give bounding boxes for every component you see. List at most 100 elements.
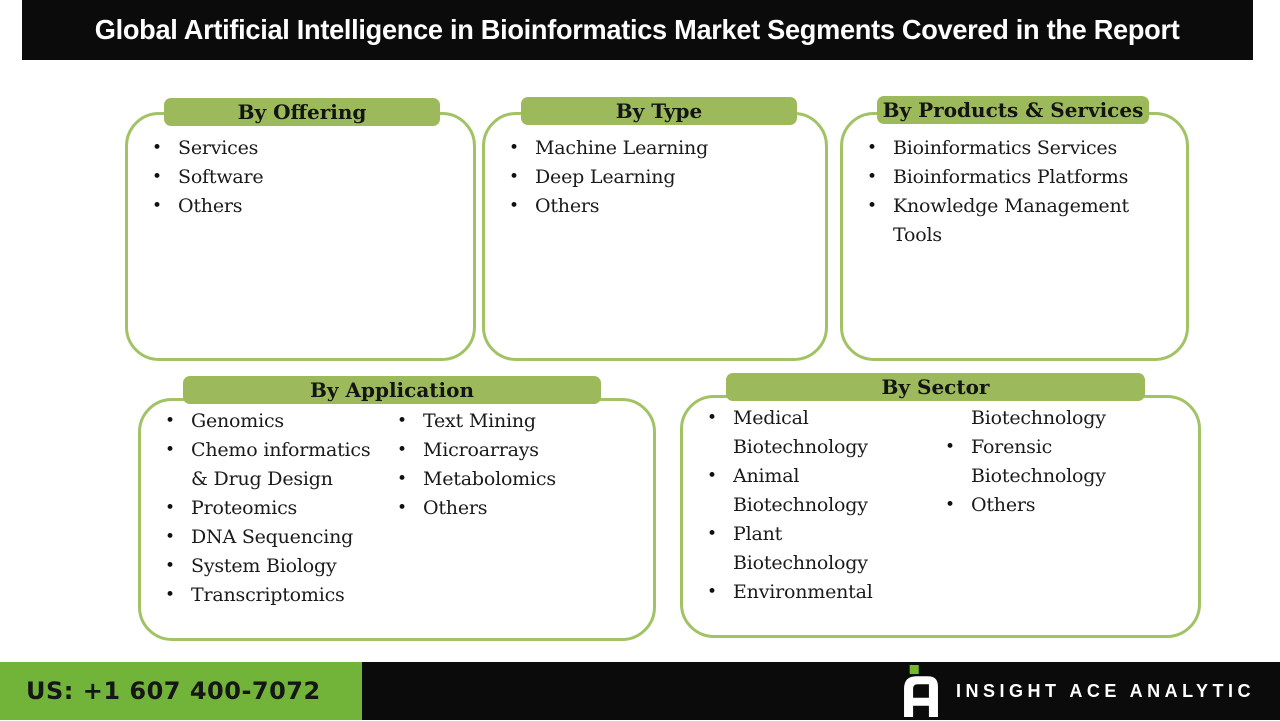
list-item: • Bioinformatics Platforms [867, 163, 1178, 192]
list-item: • DNA Sequencing [165, 523, 397, 552]
bullet-icon: • [945, 495, 956, 515]
list-item-label: Plant Biotechnology [733, 523, 868, 574]
list-item-label: Transcriptomics [191, 584, 345, 606]
bullet-icon: • [867, 196, 878, 216]
list-item-label: Proteomics [191, 497, 298, 519]
bullet-icon: • [165, 527, 176, 547]
segment-box-application: By Application • Genomics • Chemo informati… [138, 376, 656, 641]
list-item-label: Bioinformatics Platforms [893, 166, 1129, 188]
segment-header-application: By Application [183, 376, 601, 404]
list-item-label: Medical Biotechnology [733, 407, 868, 458]
list-item: • Others [397, 494, 645, 523]
segment-header-type: By Type [521, 97, 797, 125]
bullet-icon: • [152, 138, 163, 158]
list-item: • Bioinformatics Services [867, 134, 1178, 163]
list-item: • Chemo informatics & Drug Design [165, 436, 397, 494]
bullet-icon: • [509, 167, 520, 187]
list-item-label: Machine Learning [535, 137, 709, 159]
list-item-label: Deep Learning [535, 166, 676, 188]
bullet-icon: • [707, 582, 718, 602]
bullet-icon: • [165, 440, 176, 460]
segment-header-products-services: By Products & Services [877, 96, 1149, 124]
list-item: • Others [945, 491, 1190, 520]
segment-box-products-services: By Products & Services • Bioinformatics S… [840, 96, 1189, 361]
list-item-label: Knowledge Management Tools [893, 195, 1129, 246]
bullet-icon: • [397, 411, 408, 431]
brand-name: INSIGHT ACE ANALYTIC [956, 680, 1256, 701]
footer-phone-block: US: +1 607 400-7072 [0, 662, 362, 720]
list-item: • Services [152, 134, 465, 163]
list-item: • Animal Biotechnology [707, 462, 945, 520]
list-item-label: Others [971, 494, 1036, 516]
bullet-icon: • [165, 411, 176, 431]
bullet-icon: • [509, 138, 520, 158]
bullet-icon: • [397, 498, 408, 518]
list-item: • Others [152, 192, 465, 221]
list-item: •Biotechnology [945, 404, 1190, 433]
list-item-label: Metabolomics [423, 468, 556, 490]
list-item-label: System Biology [191, 555, 337, 577]
segment-header-sector: By Sector [726, 373, 1145, 401]
segment-list-sector-col2: •Biotechnology • Forensic Biotechnology • Ot… [945, 404, 1190, 607]
list-item-label: Software [178, 166, 264, 188]
list-item: • Machine Learning [509, 134, 817, 163]
segment-list-application-col2: • Text Mining • Microarrays • Metabolomics • Ot… [397, 407, 645, 610]
title-bar: Global Artificial Intelligence in Bioinf… [22, 0, 1253, 60]
list-item-label: Text Mining [423, 410, 536, 432]
list-item: • Deep Learning [509, 163, 817, 192]
list-item: • Metabolomics [397, 465, 645, 494]
bullet-icon: • [509, 196, 520, 216]
list-item: • Medical Biotechnology [707, 404, 945, 462]
page-title: Global Artificial Intelligence in Bioinf… [95, 14, 1180, 45]
list-item-label: Others [423, 497, 488, 519]
list-item: • Knowledge Management Tools [867, 192, 1178, 250]
bullet-icon: • [152, 196, 163, 216]
insight-ace-logo-icon [904, 665, 938, 717]
phone-number: US: +1 607 400-7072 [26, 677, 321, 705]
bullet-icon: • [867, 167, 878, 187]
list-item: • Genomics [165, 407, 397, 436]
bullet-icon: • [707, 408, 718, 428]
segment-box-offering: By Offering • Services • Software • Others [125, 98, 476, 361]
list-item-label: Bioinformatics Services [893, 137, 1118, 159]
bullet-icon: • [165, 585, 176, 605]
list-item: • Proteomics [165, 494, 397, 523]
footer-brand-block: INSIGHT ACE ANALYTIC [362, 662, 1280, 720]
list-item-label: Animal Biotechnology [733, 465, 868, 516]
segment-list-offering: • Services • Software • Others [128, 115, 473, 221]
bullet-icon: • [707, 524, 718, 544]
segment-header-offering: By Offering [164, 98, 440, 126]
list-item: • Plant Biotechnology [707, 520, 945, 578]
list-item-label: Biotechnology [971, 407, 1106, 429]
bullet-icon: • [165, 556, 176, 576]
bullet-icon: • [707, 466, 718, 486]
list-item-label: Services [178, 137, 259, 159]
list-item: • Environmental [707, 578, 945, 607]
list-item-label: Others [178, 195, 243, 217]
insight-ace-logo [898, 665, 944, 717]
segment-box-type: By Type •Machine Learning•Deep Learning•… [482, 97, 828, 361]
bullet-icon: • [945, 437, 956, 457]
segment-list-type: • Machine Learning • Deep Learning • Others [485, 115, 825, 221]
list-item-label: Microarrays [423, 439, 539, 461]
bullet-icon: • [165, 498, 176, 518]
list-item-label: Environmental [733, 581, 873, 603]
list-item: • Others [509, 192, 817, 221]
list-item: • Microarrays [397, 436, 645, 465]
list-item: • System Biology [165, 552, 397, 581]
segment-list-application-col1: • Genomics • Chemo informatics & Drug Desig… [165, 407, 397, 610]
list-item-label: DNA Sequencing [191, 526, 354, 548]
list-item-label: Genomics [191, 410, 284, 432]
segment-list-sector-col1: • Medical Biotechnology • Animal Biotechnol… [707, 404, 945, 607]
list-item-label: Forensic Biotechnology [971, 436, 1106, 487]
segment-box-sector: By Sector • Medical Biotechnology • Animal … [680, 373, 1201, 638]
bullet-icon: • [152, 167, 163, 187]
list-item: • Software [152, 163, 465, 192]
bullet-icon: • [397, 440, 408, 460]
list-item-label: Others [535, 195, 600, 217]
bullet-icon: • [397, 469, 408, 489]
list-item-label: Chemo informatics & Drug Design [191, 439, 371, 490]
list-item: • Transcriptomics [165, 581, 397, 610]
list-item: • Text Mining [397, 407, 645, 436]
bullet-icon: • [867, 138, 878, 158]
